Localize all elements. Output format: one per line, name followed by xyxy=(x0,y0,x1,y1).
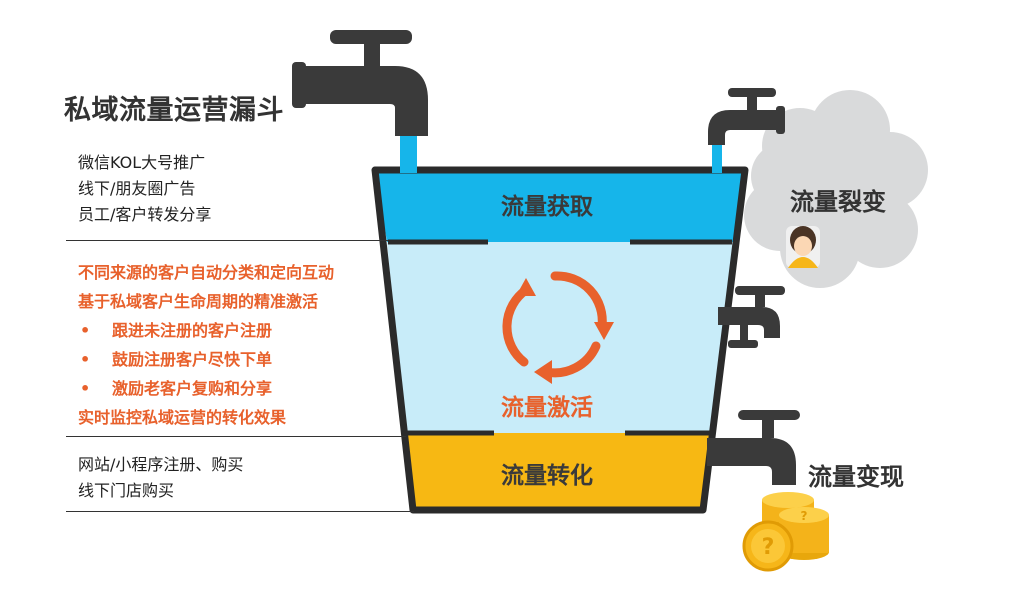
cloud-icon xyxy=(744,90,928,288)
bucket-outline xyxy=(371,166,749,514)
activation-bullet: • 激励老客户复购和分享 xyxy=(78,374,334,403)
activation-footer: 实时监控私域运营的转化效果 xyxy=(78,408,287,427)
water-bottom-section xyxy=(405,433,713,510)
bucket-label-conversion: 流量转化 xyxy=(501,463,593,489)
acquisition-text: 微信KOL大号推广 线下/朋友圈广告 员工/客户转发分享 xyxy=(78,150,211,228)
svg-text:?: ? xyxy=(801,509,808,523)
faucet-icon xyxy=(292,30,428,136)
bullet-text: 跟进未注册的客户注册 xyxy=(112,321,273,340)
acquisition-line: 微信KOL大号推广 xyxy=(78,153,206,172)
water-middle-section xyxy=(387,242,733,433)
acquisition-line: 员工/客户转发分享 xyxy=(78,205,212,224)
bullet-text: 鼓励注册客户尽快下单 xyxy=(112,350,273,369)
cycle-arrows-icon xyxy=(502,271,607,378)
activation-bullet: • 跟进未注册的客户注册 xyxy=(78,316,334,345)
divider xyxy=(66,511,414,512)
bullet-text: 激励老客户复购和分享 xyxy=(112,379,273,398)
bucket-label-activation: 流量激活 xyxy=(501,395,593,421)
coin-stack-icon: ? ? xyxy=(742,492,829,572)
user-avatar-icon xyxy=(786,226,820,268)
conversion-line: 网站/小程序注册、购买 xyxy=(78,455,244,474)
bucket-label-acquisition: 流量获取 xyxy=(501,194,593,220)
side-label-monetization: 流量变现 xyxy=(808,463,904,491)
activation-text: 不同来源的客户自动分类和定向互动 基于私域客户生命周期的精准激活 • 跟进未注册… xyxy=(78,258,334,432)
bullet-icon: • xyxy=(80,379,91,398)
activation-line: 不同来源的客户自动分类和定向互动 xyxy=(78,263,335,282)
svg-text:?: ? xyxy=(762,535,775,560)
conversion-line: 线下门店购买 xyxy=(78,481,175,500)
page-title: 私域流量运营漏斗 xyxy=(64,95,284,126)
acquisition-line: 线下/朋友圈广告 xyxy=(78,179,196,198)
faucet-icon xyxy=(707,410,800,485)
divider xyxy=(66,436,406,437)
activation-bullet: • 鼓励注册客户尽快下单 xyxy=(78,345,334,374)
conversion-text: 网站/小程序注册、购买 线下门店购买 xyxy=(78,452,243,504)
faucet-icon xyxy=(708,88,785,145)
divider xyxy=(66,240,388,241)
bullet-icon: • xyxy=(80,321,91,340)
water-top-section xyxy=(375,170,745,242)
side-label-fission: 流量裂变 xyxy=(790,188,886,216)
bullet-icon: • xyxy=(80,350,91,369)
faucet-icon xyxy=(718,286,785,348)
activation-line: 基于私域客户生命周期的精准激活 xyxy=(78,292,319,311)
